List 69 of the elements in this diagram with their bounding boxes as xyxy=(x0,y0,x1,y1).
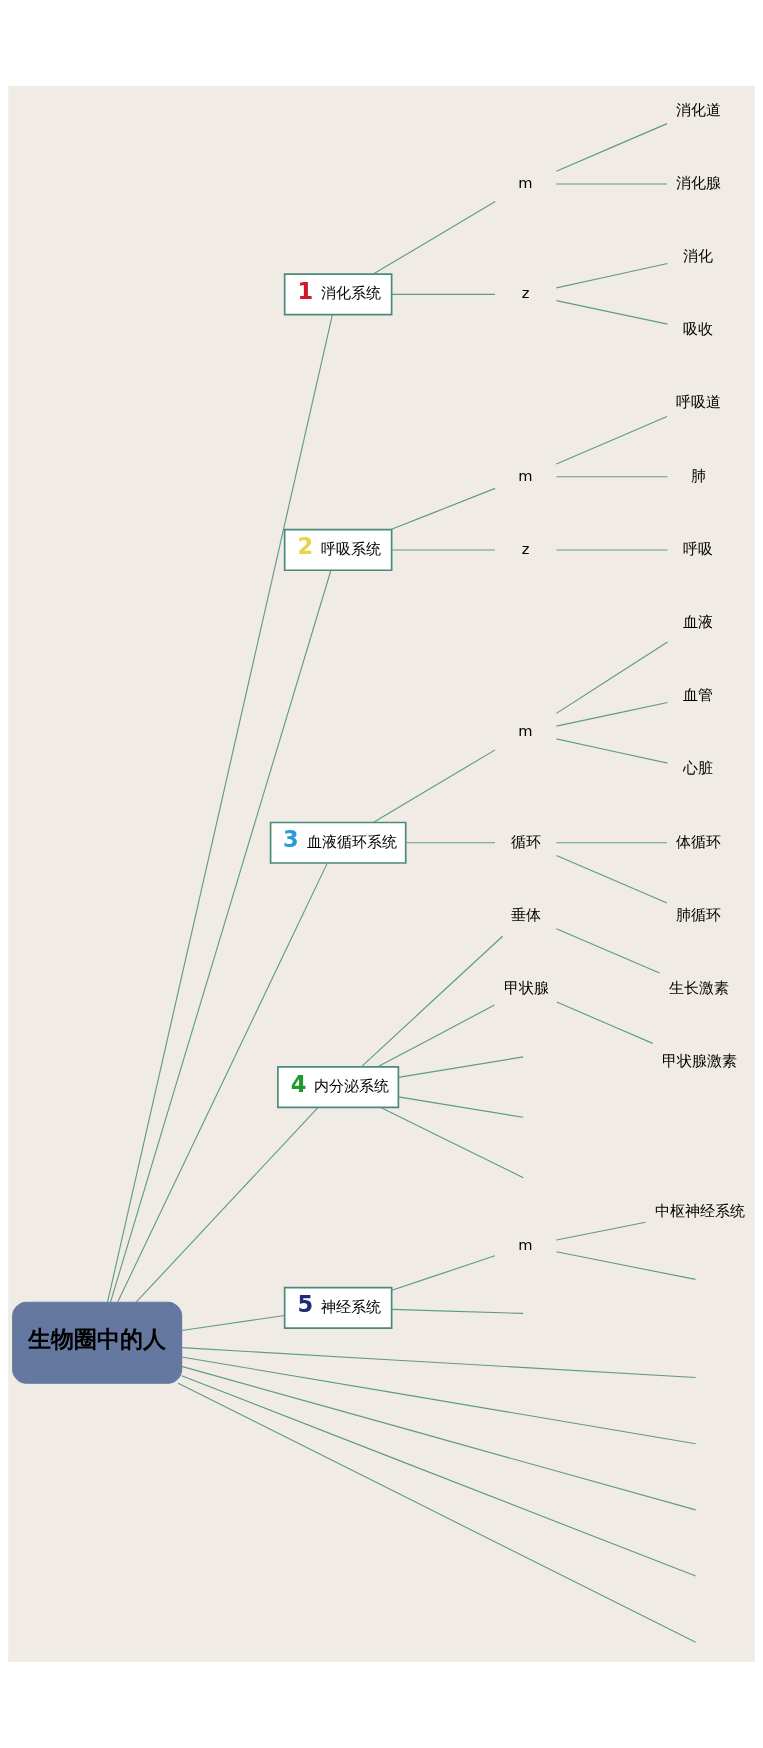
node-text: 垂体 xyxy=(511,905,541,923)
connector xyxy=(555,854,668,904)
node-box: 5 神经系统 xyxy=(283,1286,393,1329)
node-box: 2 呼吸系统 xyxy=(283,528,393,572)
connector xyxy=(380,1107,524,1179)
connector xyxy=(391,549,496,551)
connector xyxy=(555,549,669,551)
node-text: m xyxy=(518,173,533,191)
node-box: 生物圈中的人 xyxy=(12,1301,183,1384)
connector xyxy=(555,415,668,465)
connector xyxy=(181,1347,697,1379)
node-text: 中枢神经系统 xyxy=(654,1201,745,1219)
connector xyxy=(555,1251,697,1280)
node-text: 消化 xyxy=(683,247,714,264)
connector xyxy=(181,1375,697,1577)
node-text: 心脏 xyxy=(683,759,714,777)
connector xyxy=(181,1356,697,1445)
connector xyxy=(555,476,669,478)
connector xyxy=(555,702,669,727)
node-text: 消化道 xyxy=(675,100,721,118)
node-box: 3 血液循环系统 xyxy=(269,821,407,864)
node-box: 4 内分泌系统 xyxy=(277,1066,400,1109)
node-text: 肺循环 xyxy=(675,905,721,923)
connector xyxy=(405,842,496,844)
connector xyxy=(555,842,668,844)
connector xyxy=(397,1096,524,1118)
connector xyxy=(555,738,669,764)
node-text: 体循环 xyxy=(675,832,721,850)
node-text: 甲状腺 xyxy=(503,978,549,996)
connector xyxy=(390,487,496,531)
connector xyxy=(360,935,504,1068)
node-text: 消化腺 xyxy=(675,173,721,191)
node-text: 循环 xyxy=(511,832,541,850)
node-text: z xyxy=(521,539,530,557)
node-text: 肺 xyxy=(690,466,706,484)
connector xyxy=(556,1001,654,1044)
connector xyxy=(397,1056,524,1078)
connector xyxy=(555,1221,647,1241)
connector xyxy=(373,749,496,823)
node-text: m xyxy=(518,466,533,484)
node-text: 血管 xyxy=(683,686,714,704)
node-text: 血液 xyxy=(683,612,714,630)
connector xyxy=(107,314,333,1303)
node-text: 甲状腺激素 xyxy=(661,1052,737,1070)
node-text: 呼吸道 xyxy=(675,393,721,411)
node-text: 生长激素 xyxy=(668,978,729,996)
connector xyxy=(391,1255,496,1291)
connector xyxy=(391,1308,524,1314)
connector xyxy=(110,569,332,1303)
node-box: 1 消化系统 xyxy=(283,273,393,316)
connector xyxy=(555,263,669,289)
connector xyxy=(555,300,669,325)
connector xyxy=(555,183,668,185)
node-text: 吸收 xyxy=(683,320,714,338)
connector xyxy=(181,1365,697,1511)
connector xyxy=(555,641,669,714)
connector xyxy=(377,1004,495,1068)
node-text: z xyxy=(521,284,530,302)
connector xyxy=(117,862,328,1303)
node-text: 呼吸 xyxy=(683,539,714,557)
node-text: m xyxy=(518,722,533,740)
connector xyxy=(555,123,668,172)
connector xyxy=(373,200,496,275)
connector xyxy=(555,928,661,974)
connector xyxy=(177,1382,697,1643)
connector xyxy=(181,1314,286,1332)
node-text: m xyxy=(518,1235,533,1253)
connector xyxy=(391,293,496,295)
connector xyxy=(135,1107,319,1303)
